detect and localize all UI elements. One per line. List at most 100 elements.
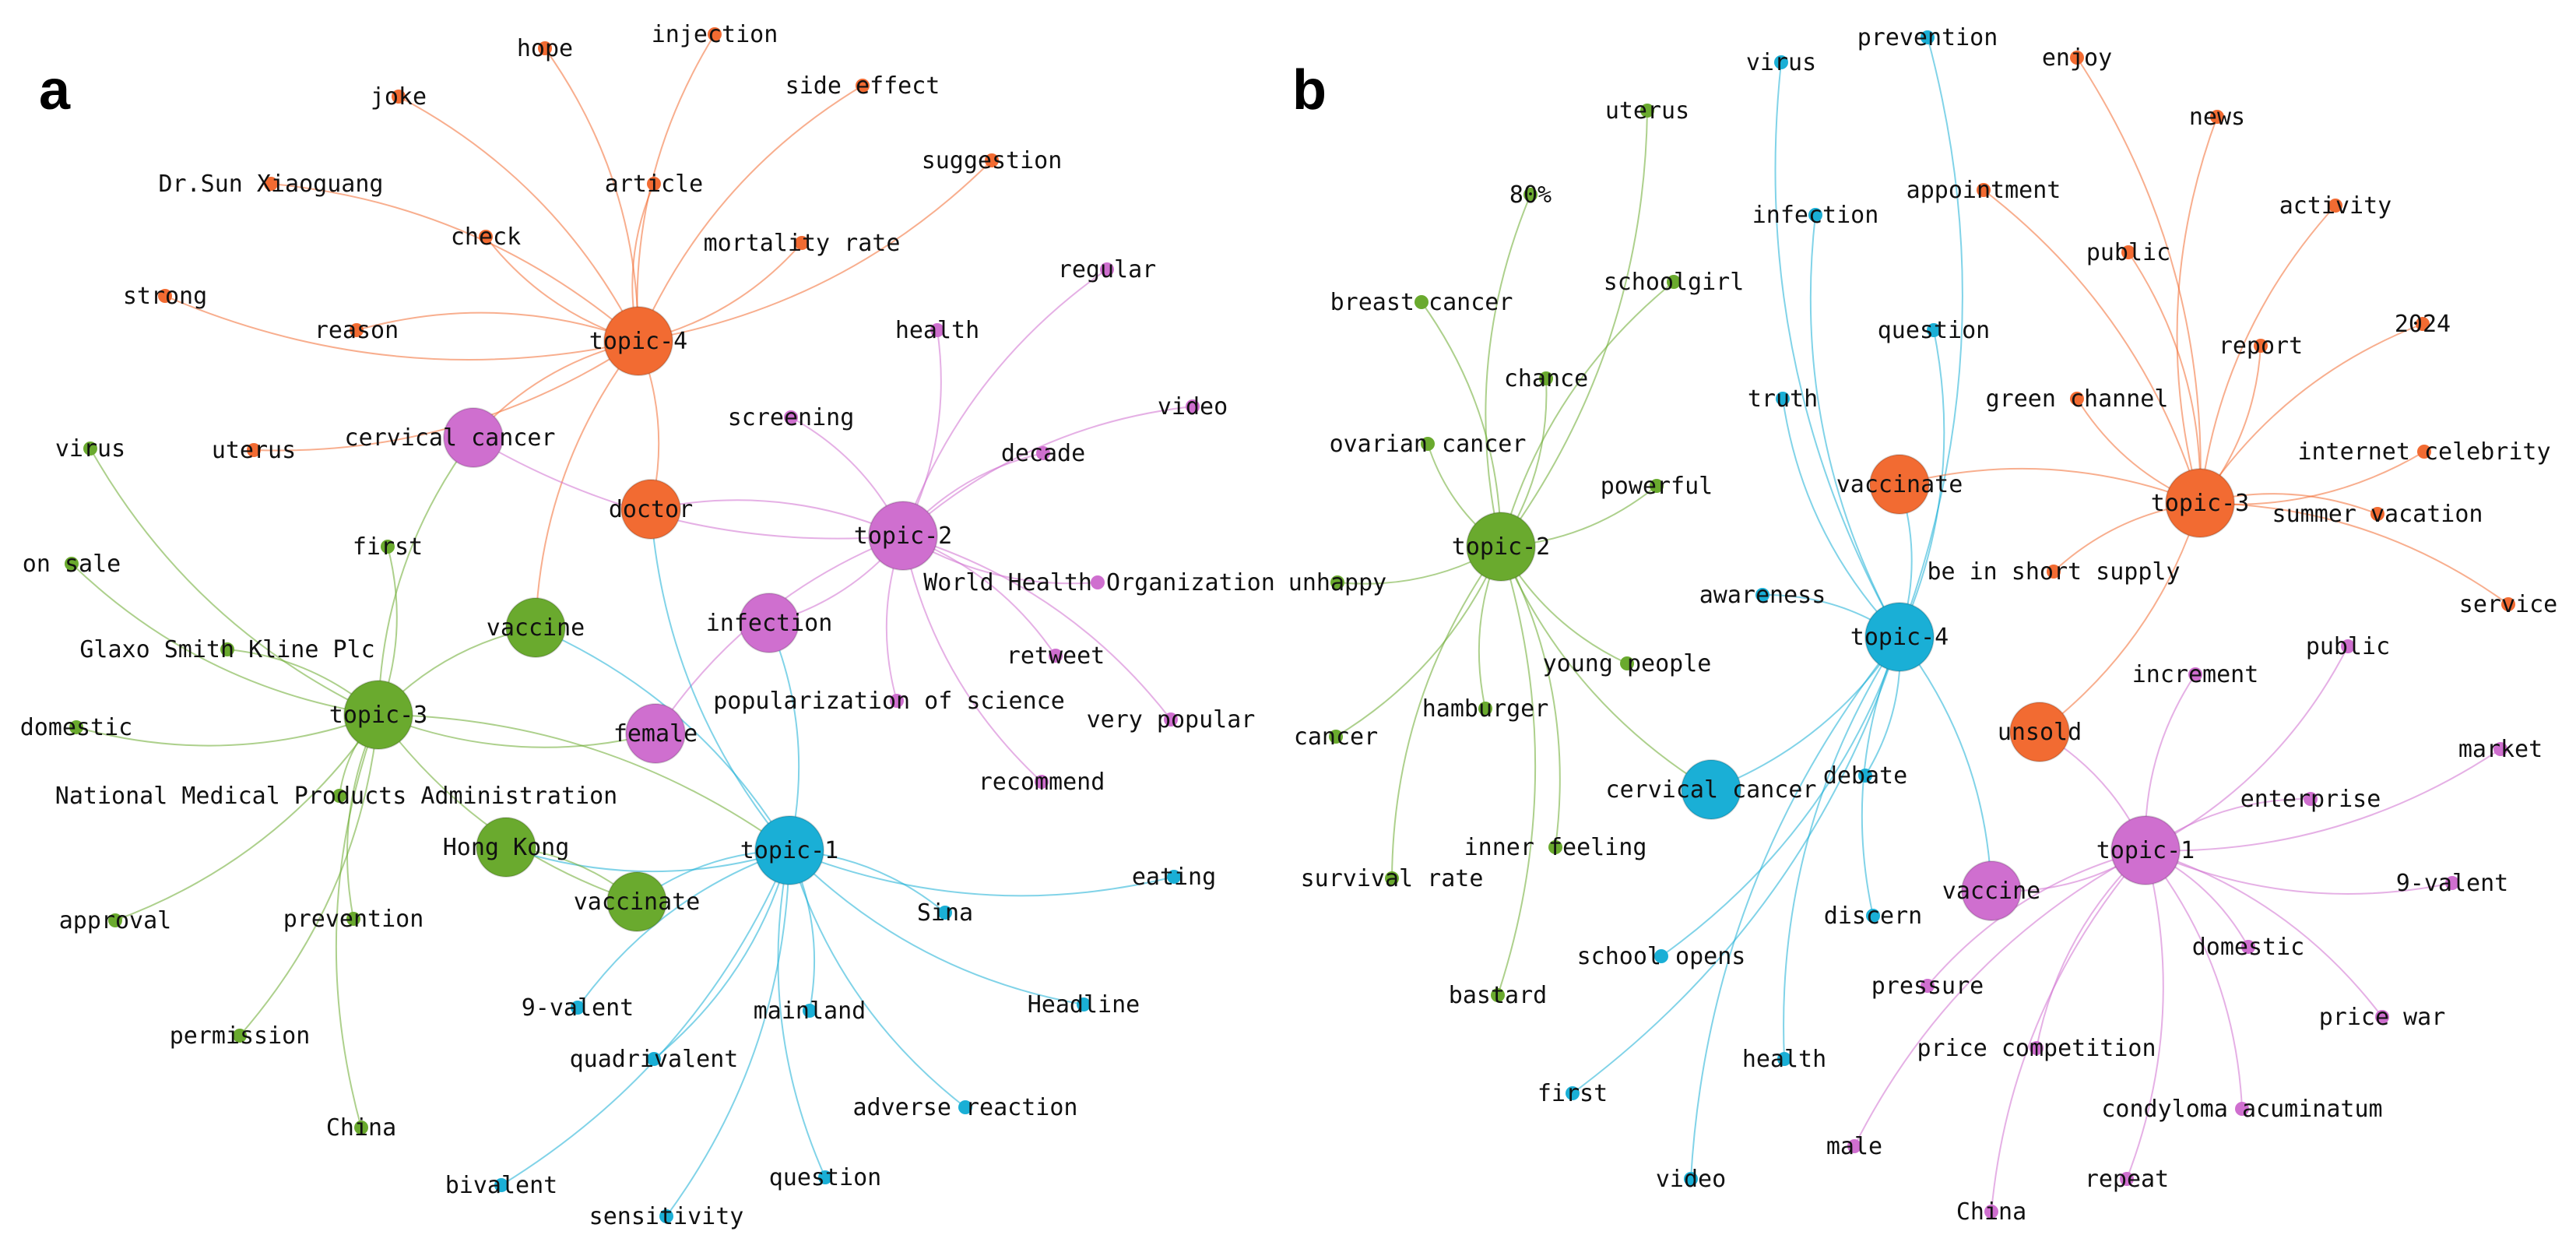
node-a-9-valent[interactable] xyxy=(571,1001,585,1015)
node-a-article[interactable] xyxy=(647,177,661,191)
node-a-virus[interactable] xyxy=(83,442,97,456)
node-a-question[interactable] xyxy=(818,1170,832,1184)
node-a-bivalent[interactable] xyxy=(494,1178,508,1192)
node-b-cancer[interactable] xyxy=(1329,730,1343,744)
node-b-unhappy[interactable] xyxy=(1330,575,1344,589)
node-a-female[interactable] xyxy=(625,703,686,764)
node-b-cervical-cancer[interactable] xyxy=(1681,759,1741,820)
node-b-unsold[interactable] xyxy=(2009,702,2070,762)
node-b-breast-cancer[interactable] xyxy=(1415,295,1429,309)
node-a-very-popular[interactable] xyxy=(1164,712,1178,727)
node-a-injection[interactable] xyxy=(708,27,722,41)
node-b-price-competition[interactable] xyxy=(2030,1041,2044,1055)
node-a-side-effect[interactable] xyxy=(856,79,870,93)
node-a-video[interactable] xyxy=(1186,399,1200,413)
node-b-public[interactable] xyxy=(2121,245,2135,259)
node-a-glaxo-smith-kline-plc[interactable] xyxy=(220,642,234,656)
node-a-topic-3[interactable] xyxy=(343,680,413,750)
node-b-uterus[interactable] xyxy=(1640,104,1654,118)
node-b-pressure[interactable] xyxy=(1921,979,1935,993)
node-a-screening[interactable] xyxy=(784,410,798,424)
node-a-popularization-of-science[interactable] xyxy=(890,694,904,708)
node-b-public[interactable] xyxy=(2341,639,2355,653)
node-a-health[interactable] xyxy=(930,323,944,337)
node-b-market[interactable] xyxy=(2493,742,2507,756)
node-b-video[interactable] xyxy=(1684,1172,1698,1186)
node-a-cervical-cancer[interactable] xyxy=(443,407,504,468)
node-a-domestic[interactable] xyxy=(69,720,83,734)
node-b-chance[interactable] xyxy=(1539,371,1553,385)
node-b-activity[interactable] xyxy=(2328,199,2342,213)
node-b-9-valent[interactable] xyxy=(2445,876,2459,890)
node-b-topic-2[interactable] xyxy=(1466,512,1536,582)
node-b-service[interactable] xyxy=(2501,597,2515,611)
node-b-young-people[interactable] xyxy=(1620,656,1634,670)
node-b-vaccinate[interactable] xyxy=(1869,454,1930,515)
node-b-vaccine[interactable] xyxy=(1961,860,2022,921)
node-b-appointment[interactable] xyxy=(1977,183,1991,197)
node-a-infection[interactable] xyxy=(739,593,800,653)
node-b-news[interactable] xyxy=(2210,110,2224,124)
node-b-health[interactable] xyxy=(1777,1052,1791,1066)
node-a-check[interactable] xyxy=(479,230,493,244)
node-a-national-medical-products-administration[interactable] xyxy=(332,789,346,803)
node-a-regular[interactable] xyxy=(1100,262,1114,276)
node-b-80[interactable] xyxy=(1523,188,1538,202)
node-b-price-war[interactable] xyxy=(2375,1010,2389,1024)
node-b-inner-feeling[interactable] xyxy=(1548,840,1562,854)
node-a-world-health-organization[interactable] xyxy=(1091,575,1105,589)
node-a-decade[interactable] xyxy=(1036,446,1050,460)
node-a-china[interactable] xyxy=(354,1121,368,1135)
node-a-mortality-rate[interactable] xyxy=(795,236,809,250)
node-a-vaccinate[interactable] xyxy=(606,871,667,932)
node-b-internet-celebrity[interactable] xyxy=(2417,445,2431,459)
node-a-suggestion[interactable] xyxy=(985,153,999,167)
node-b-domestic[interactable] xyxy=(2241,940,2255,954)
node-a-topic-2[interactable] xyxy=(868,501,938,571)
node-a-eating[interactable] xyxy=(1167,870,1181,884)
node-a-hong-kong[interactable] xyxy=(476,817,536,878)
node-b-awareness[interactable] xyxy=(1755,588,1769,602)
node-a-sina[interactable] xyxy=(938,906,952,920)
node-b-discern[interactable] xyxy=(1866,909,1880,923)
node-b-enterprise[interactable] xyxy=(2304,792,2318,806)
node-b-debate[interactable] xyxy=(1858,769,1872,783)
node-a-mainland[interactable] xyxy=(803,1004,817,1018)
node-b-repeat[interactable] xyxy=(2120,1172,2134,1186)
node-a-hope[interactable] xyxy=(538,41,552,55)
node-b-topic-4[interactable] xyxy=(1864,602,1935,672)
node-b-truth[interactable] xyxy=(1776,392,1790,406)
node-b-question[interactable] xyxy=(1927,323,1941,337)
node-a-recommend[interactable] xyxy=(1035,775,1049,789)
node-a-retweet[interactable] xyxy=(1049,649,1063,663)
node-a-permission[interactable] xyxy=(233,1029,247,1043)
node-a-quadrivalent[interactable] xyxy=(647,1052,661,1066)
node-a-dr-sun-xiaoguang[interactable] xyxy=(264,177,278,191)
node-b-2024[interactable] xyxy=(2416,317,2430,331)
node-b-male[interactable] xyxy=(1847,1139,1861,1153)
node-b-infection[interactable] xyxy=(1808,208,1822,222)
node-b-enjoy[interactable] xyxy=(2070,51,2084,65)
node-a-prevention[interactable] xyxy=(346,912,360,926)
node-a-headline[interactable] xyxy=(1077,997,1091,1012)
node-b-topic-3[interactable] xyxy=(2165,468,2235,538)
node-b-bastard[interactable] xyxy=(1491,988,1505,1002)
node-a-doctor[interactable] xyxy=(620,479,681,540)
node-b-survival-rate[interactable] xyxy=(1385,871,1399,885)
node-b-prevention[interactable] xyxy=(1921,30,1935,44)
node-a-reason[interactable] xyxy=(350,323,364,337)
node-b-powerful[interactable] xyxy=(1650,479,1664,493)
node-b-hamburger[interactable] xyxy=(1478,702,1492,716)
node-a-adverse-reaction[interactable] xyxy=(958,1100,972,1114)
node-a-uterus[interactable] xyxy=(247,443,261,457)
node-a-sensitivity[interactable] xyxy=(659,1209,673,1223)
node-b-virus[interactable] xyxy=(1774,55,1788,69)
node-b-topic-1[interactable] xyxy=(2110,815,2181,885)
node-b-summer-vacation[interactable] xyxy=(2370,507,2384,521)
node-a-joke[interactable] xyxy=(392,90,406,104)
node-a-first[interactable] xyxy=(381,540,395,554)
node-b-schoolgirl[interactable] xyxy=(1667,275,1681,289)
node-b-school-opens[interactable] xyxy=(1654,949,1668,963)
node-b-increment[interactable] xyxy=(2188,667,2202,681)
node-a-approval[interactable] xyxy=(108,913,122,927)
